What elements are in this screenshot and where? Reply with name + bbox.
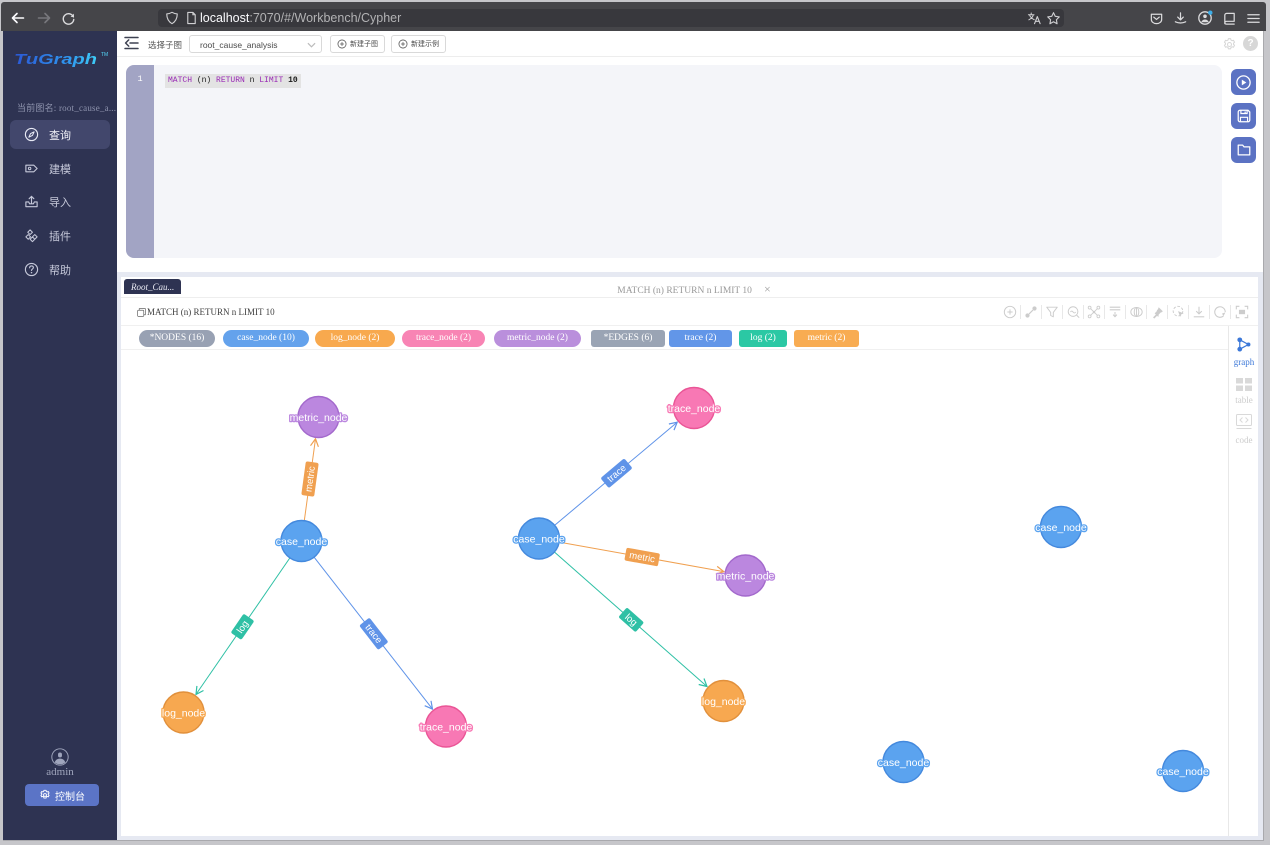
svg-text:metric_node: metric_node xyxy=(290,412,348,424)
svg-text:metric: metric xyxy=(303,465,317,492)
svg-text:metric_node: metric_node xyxy=(717,571,775,583)
svg-text:trace_node: trace_node xyxy=(668,403,721,415)
svg-text:log_node: log_node xyxy=(702,696,745,708)
svg-text:case_node: case_node xyxy=(1035,522,1087,534)
svg-text:log_node: log_node xyxy=(162,708,205,720)
svg-text:trace_node: trace_node xyxy=(420,722,473,734)
svg-text:case_node: case_node xyxy=(513,534,565,546)
svg-text:case_node: case_node xyxy=(276,536,328,548)
svg-text:case_node: case_node xyxy=(878,757,930,769)
svg-text:metric: metric xyxy=(628,550,656,565)
svg-text:case_node: case_node xyxy=(1157,766,1209,778)
